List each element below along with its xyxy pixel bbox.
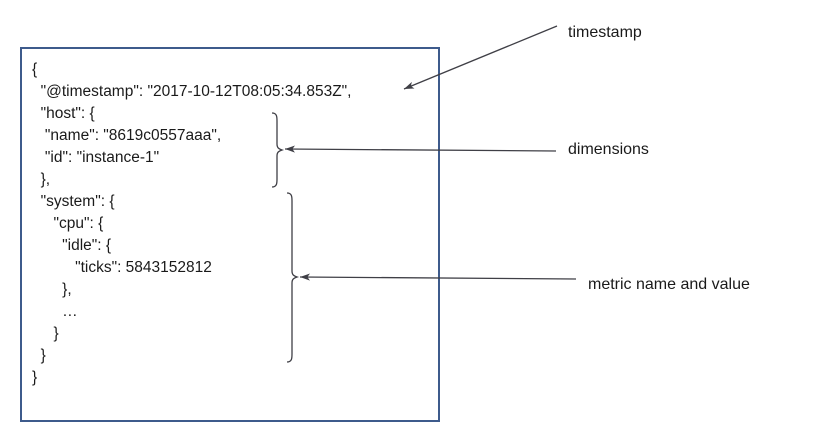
- annotation-label-metric: metric name and value: [588, 276, 750, 293]
- json-line-ellipsis: …: [32, 303, 78, 320]
- json-line-system-close: }: [32, 347, 46, 364]
- json-line-host-close: },: [32, 171, 51, 188]
- json-line-root-close: }: [32, 369, 38, 386]
- json-line-cpu-close: }: [32, 325, 59, 342]
- json-line-host-open: "host": {: [32, 105, 95, 122]
- annotation-label-dimensions: dimensions: [568, 141, 649, 158]
- json-line-idle-close: },: [32, 281, 72, 298]
- json-line-host-name: "name": "8619c0557aaa",: [32, 127, 222, 144]
- json-line-idle-open: "idle": {: [32, 237, 112, 254]
- json-line-host-id: "id": "instance-1": [32, 149, 160, 166]
- annotation-label-timestamp: timestamp: [568, 24, 642, 41]
- json-line: {: [32, 61, 38, 78]
- json-line-cpu-open: "cpu": {: [32, 215, 104, 232]
- json-line-system-open: "system": {: [32, 193, 115, 210]
- json-line-timestamp: "@timestamp": "2017-10-12T08:05:34.853Z"…: [32, 83, 352, 100]
- json-document-box: { "@timestamp": "2017-10-12T08:05:34.853…: [20, 47, 440, 422]
- json-line-ticks: "ticks": 5843152812: [32, 259, 212, 276]
- json-document-lines: { "@timestamp": "2017-10-12T08:05:34.853…: [32, 59, 432, 389]
